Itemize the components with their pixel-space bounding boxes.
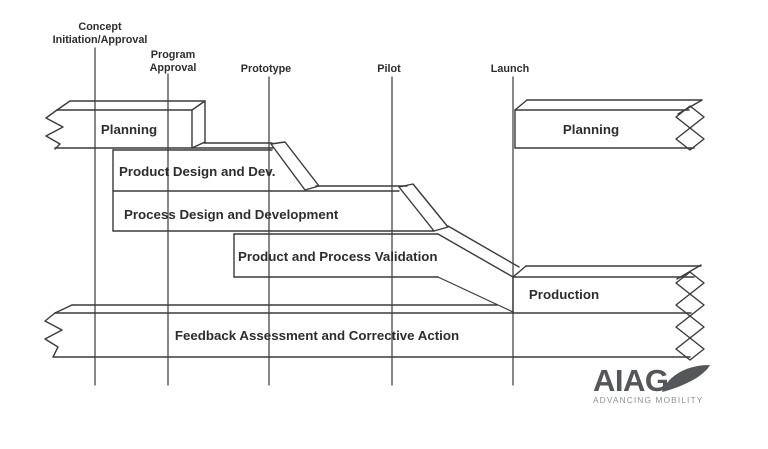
milestone-label-prototype: Prototype bbox=[241, 63, 291, 75]
milestone-label-launch: Launch bbox=[491, 63, 529, 75]
aiag-wordmark: AIAG bbox=[593, 363, 669, 398]
production-bar bbox=[512, 265, 702, 314]
planning-left-bar bbox=[45, 100, 274, 150]
aiag-logo: AIAG ADVANCING MOBILITY bbox=[593, 363, 710, 405]
connector-validation-production bbox=[437, 225, 520, 313]
milestone-label-concept-1: Concept bbox=[78, 21, 122, 33]
phase-label-product-design: Product Design and Dev. bbox=[119, 164, 275, 179]
torn-edge-left-feedback bbox=[44, 312, 63, 358]
feedback-bar bbox=[44, 304, 692, 358]
phase-labels: Planning Planning Product Design and Dev… bbox=[101, 122, 619, 343]
milestone-label-pilot: Pilot bbox=[377, 63, 401, 75]
phase-label-production: Production bbox=[529, 287, 599, 302]
connector-prototype-step bbox=[270, 141, 320, 191]
phase-label-process-design: Process Design and Development bbox=[124, 207, 339, 222]
phase-label-feedback: Feedback Assessment and Corrective Actio… bbox=[175, 328, 459, 343]
milestone-label-concept-2: Initiation/Approval bbox=[53, 34, 148, 46]
milestone-labels: Concept Initiation/Approval Program Appr… bbox=[53, 21, 530, 75]
phase-label-planning-right: Planning bbox=[563, 122, 619, 137]
aiag-swoosh-icon bbox=[662, 365, 710, 392]
torn-edge-left-planning bbox=[45, 109, 64, 150]
product-process-boxes bbox=[112, 149, 435, 232]
phase-label-validation: Product and Process Validation bbox=[238, 249, 438, 264]
validation-box bbox=[233, 233, 439, 278]
torn-edge-right-production-feedback bbox=[675, 264, 705, 361]
milestone-label-program-2: Approval bbox=[150, 62, 197, 74]
connector-pilot-step bbox=[398, 183, 449, 232]
planning-right-bar bbox=[514, 99, 705, 151]
phase-label-planning-left: Planning bbox=[101, 122, 157, 137]
milestone-label-program-1: Program bbox=[151, 49, 195, 61]
aiag-tagline: ADVANCING MOBILITY bbox=[593, 395, 703, 405]
